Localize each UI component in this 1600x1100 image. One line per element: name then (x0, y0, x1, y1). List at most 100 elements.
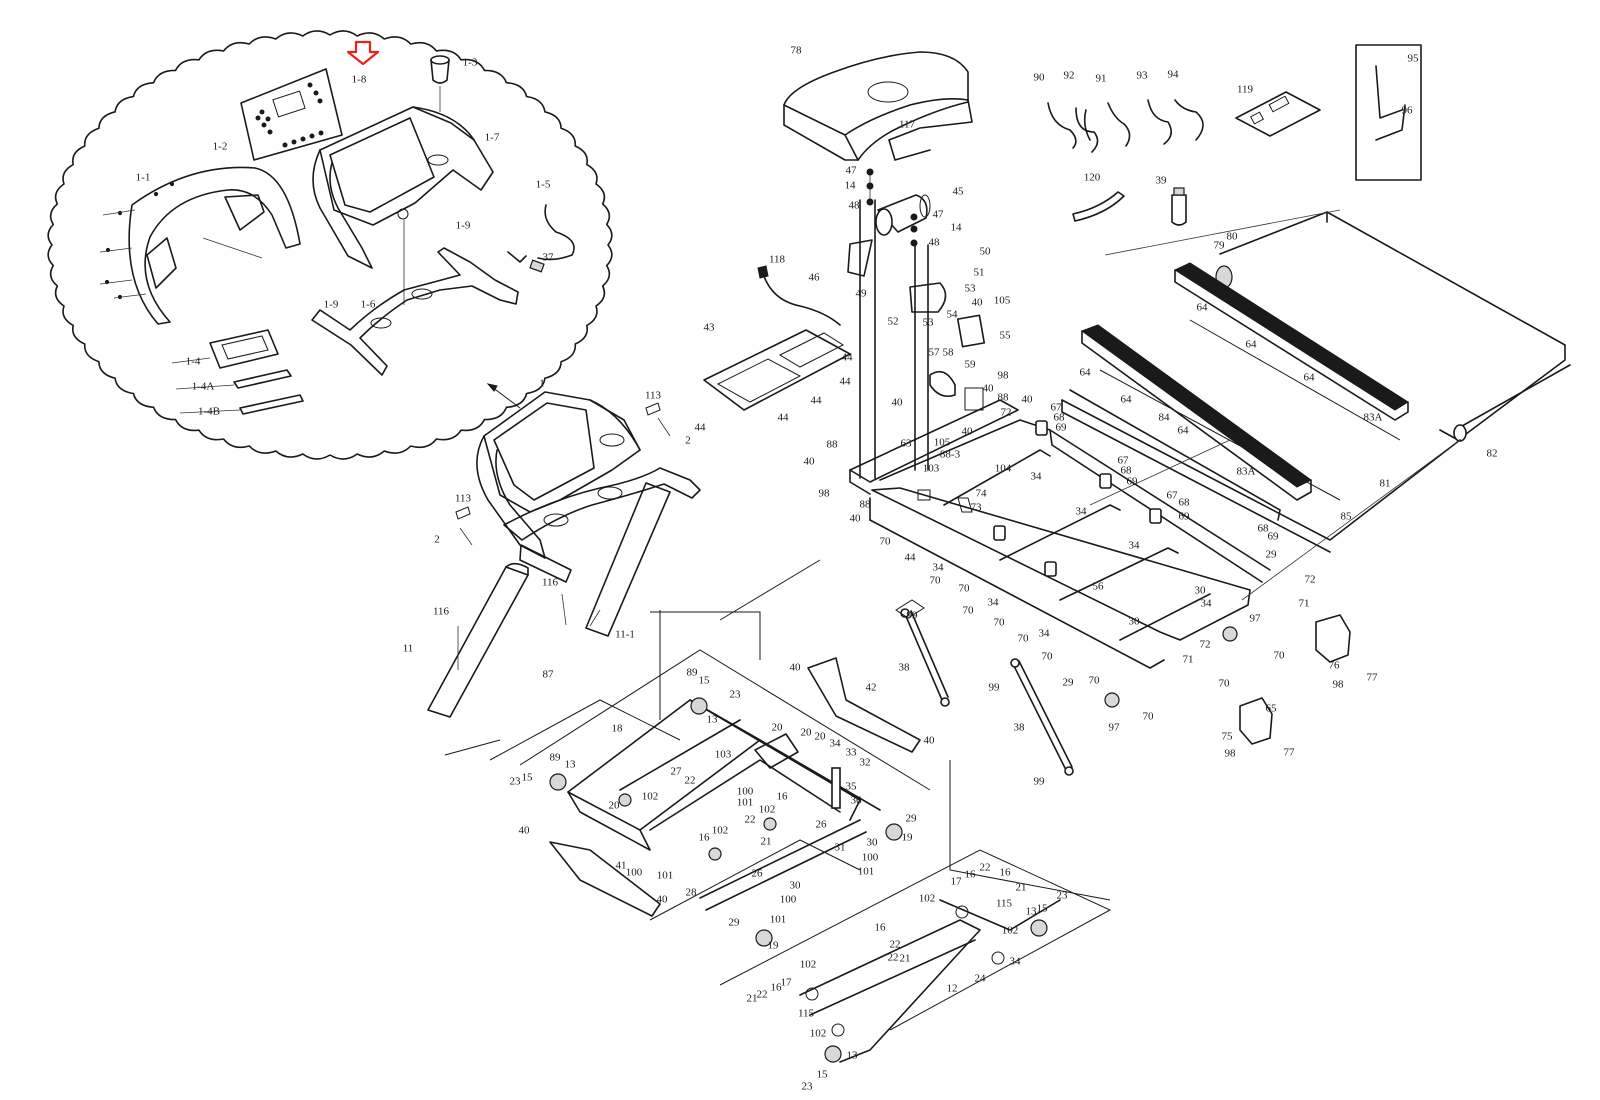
part-callout-label: 20 (800, 726, 812, 739)
part-callout-label: 47 (932, 208, 944, 221)
part-callout-label: 48 (928, 236, 940, 249)
part-callout-label: 79 (1213, 239, 1225, 252)
part-callout-label: 40 (789, 661, 801, 674)
part-callout-label: 118 (768, 253, 786, 266)
part-callout-label: 41 (615, 859, 627, 872)
part-callout-label: 34 (1200, 597, 1212, 610)
part-callout-label: 51 (973, 266, 985, 279)
part-callout-label: 100 (625, 866, 643, 879)
part-callout-label: 46 (808, 271, 820, 284)
part-callout-label: 100 (861, 851, 879, 864)
part-callout-label: 69 (1055, 421, 1067, 434)
part-callout-label: 68 (1257, 522, 1269, 535)
console-detail-bubble (47, 30, 613, 460)
part-callout-label: 59 (964, 358, 976, 371)
part-callout-label: 1-5 (535, 178, 551, 191)
part-callout-label: 26 (815, 818, 827, 831)
part-callout-label: 1-6 (360, 298, 376, 311)
part-callout-label: 22 (889, 938, 901, 951)
part-callout-label: 72 (1304, 573, 1316, 586)
part-callout-label: 27 (670, 765, 682, 778)
part-callout-label: 17 (780, 976, 792, 989)
part-callout-label: 11-1 (615, 628, 635, 641)
part-callout-label: 105 (993, 294, 1011, 307)
part-callout-label: 53 (964, 282, 976, 295)
part-callout-label: 47 (845, 164, 857, 177)
part-callout-label: 64 (1303, 371, 1315, 384)
part-callout-label: 15 (816, 1068, 828, 1081)
part-callout-label: 101 (769, 913, 787, 926)
part-callout-label: 64 (1120, 393, 1132, 406)
part-callout-label: 39 (1155, 174, 1167, 187)
highlight-arrow-icon (346, 40, 380, 66)
part-callout-label: 12 (946, 982, 958, 995)
part-callout-label: 65 (1265, 702, 1277, 715)
part-callout-label: 28 (685, 886, 697, 899)
part-callout-label: 34 (1009, 955, 1021, 968)
part-callout-label: 102 (641, 790, 659, 803)
part-callout-label: 100 (736, 785, 754, 798)
part-callout-label: 44 (810, 394, 822, 407)
part-callout-label: 21 (760, 835, 772, 848)
part-callout-label: 17 (950, 875, 962, 888)
part-callout-label: 71 (1298, 597, 1310, 610)
part-callout-label: 67 (1166, 489, 1178, 502)
part-callout-label: 22 (756, 988, 768, 1001)
part-callout-label: 1-9 (455, 219, 471, 232)
part-callout-label: 78 (790, 44, 802, 57)
part-callout-label: 102 (758, 803, 776, 816)
part-callout-label: 64 (1079, 366, 1091, 379)
part-callout-label: 52 (887, 315, 899, 328)
part-callout-label: 91 (1095, 72, 1107, 85)
part-callout-label: 44 (904, 551, 916, 564)
part-callout-label: 34 (987, 596, 999, 609)
motor-cover (783, 51, 973, 161)
part-callout-label: 99 (1033, 775, 1045, 788)
part-callout-label: 102 (711, 824, 729, 837)
part-callout-label: 15 (1036, 902, 1048, 915)
part-callout-label: 40 (971, 296, 983, 309)
part-callout-label: 69 (1178, 510, 1190, 523)
part-callout-label: 20 (608, 799, 620, 812)
part-callout-label: 1-7 (484, 131, 500, 144)
part-callout-label: 53 (922, 316, 934, 329)
part-callout-label: 119 (1236, 83, 1254, 96)
part-callout-label: 115 (995, 897, 1013, 910)
part-callout-label: 30 (1194, 584, 1206, 597)
part-callout-label: 44 (839, 375, 851, 388)
part-callout-label: 32 (859, 756, 871, 769)
part-callout-label: 69 (1267, 530, 1279, 543)
part-callout-label: 37 (542, 251, 554, 264)
part-callout-label: 40 (518, 824, 530, 837)
part-callout-label: 70 (1017, 632, 1029, 645)
part-callout-label: 101 (857, 865, 875, 878)
motor (703, 168, 986, 411)
part-callout-label: 44 (777, 411, 789, 424)
part-callout-label: 15 (521, 771, 533, 784)
part-callout-label: 113 (644, 389, 662, 402)
part-callout-label: 64 (1196, 301, 1208, 314)
part-callout-label: 1 (539, 377, 545, 390)
part-callout-label: 92 (1063, 69, 1075, 82)
part-callout-label: 116 (432, 605, 450, 618)
part-callout-label: 70 (993, 616, 1005, 629)
part-callout-label: 38 (898, 661, 910, 674)
part-callout-label: 93 (1136, 69, 1148, 82)
part-callout-label: 40 (982, 382, 994, 395)
part-callout-label: 16 (698, 831, 710, 844)
part-callout-label: 22 (744, 813, 756, 826)
part-callout-label: 42 (865, 681, 877, 694)
main-console (427, 391, 701, 718)
part-callout-label: 21 (746, 992, 758, 1005)
part-callout-label: 70 (879, 535, 891, 548)
part-callout-label: 23 (729, 688, 741, 701)
part-callout-label: 48 (848, 199, 860, 212)
part-callout-label: 70 (1142, 710, 1154, 723)
part-callout-label: 15 (698, 674, 710, 687)
part-callout-label: 34 (932, 561, 944, 574)
part-callout-label: 70 (962, 604, 974, 617)
part-callout-label: 20 (814, 730, 826, 743)
part-callout-label: 13 (1025, 905, 1037, 918)
